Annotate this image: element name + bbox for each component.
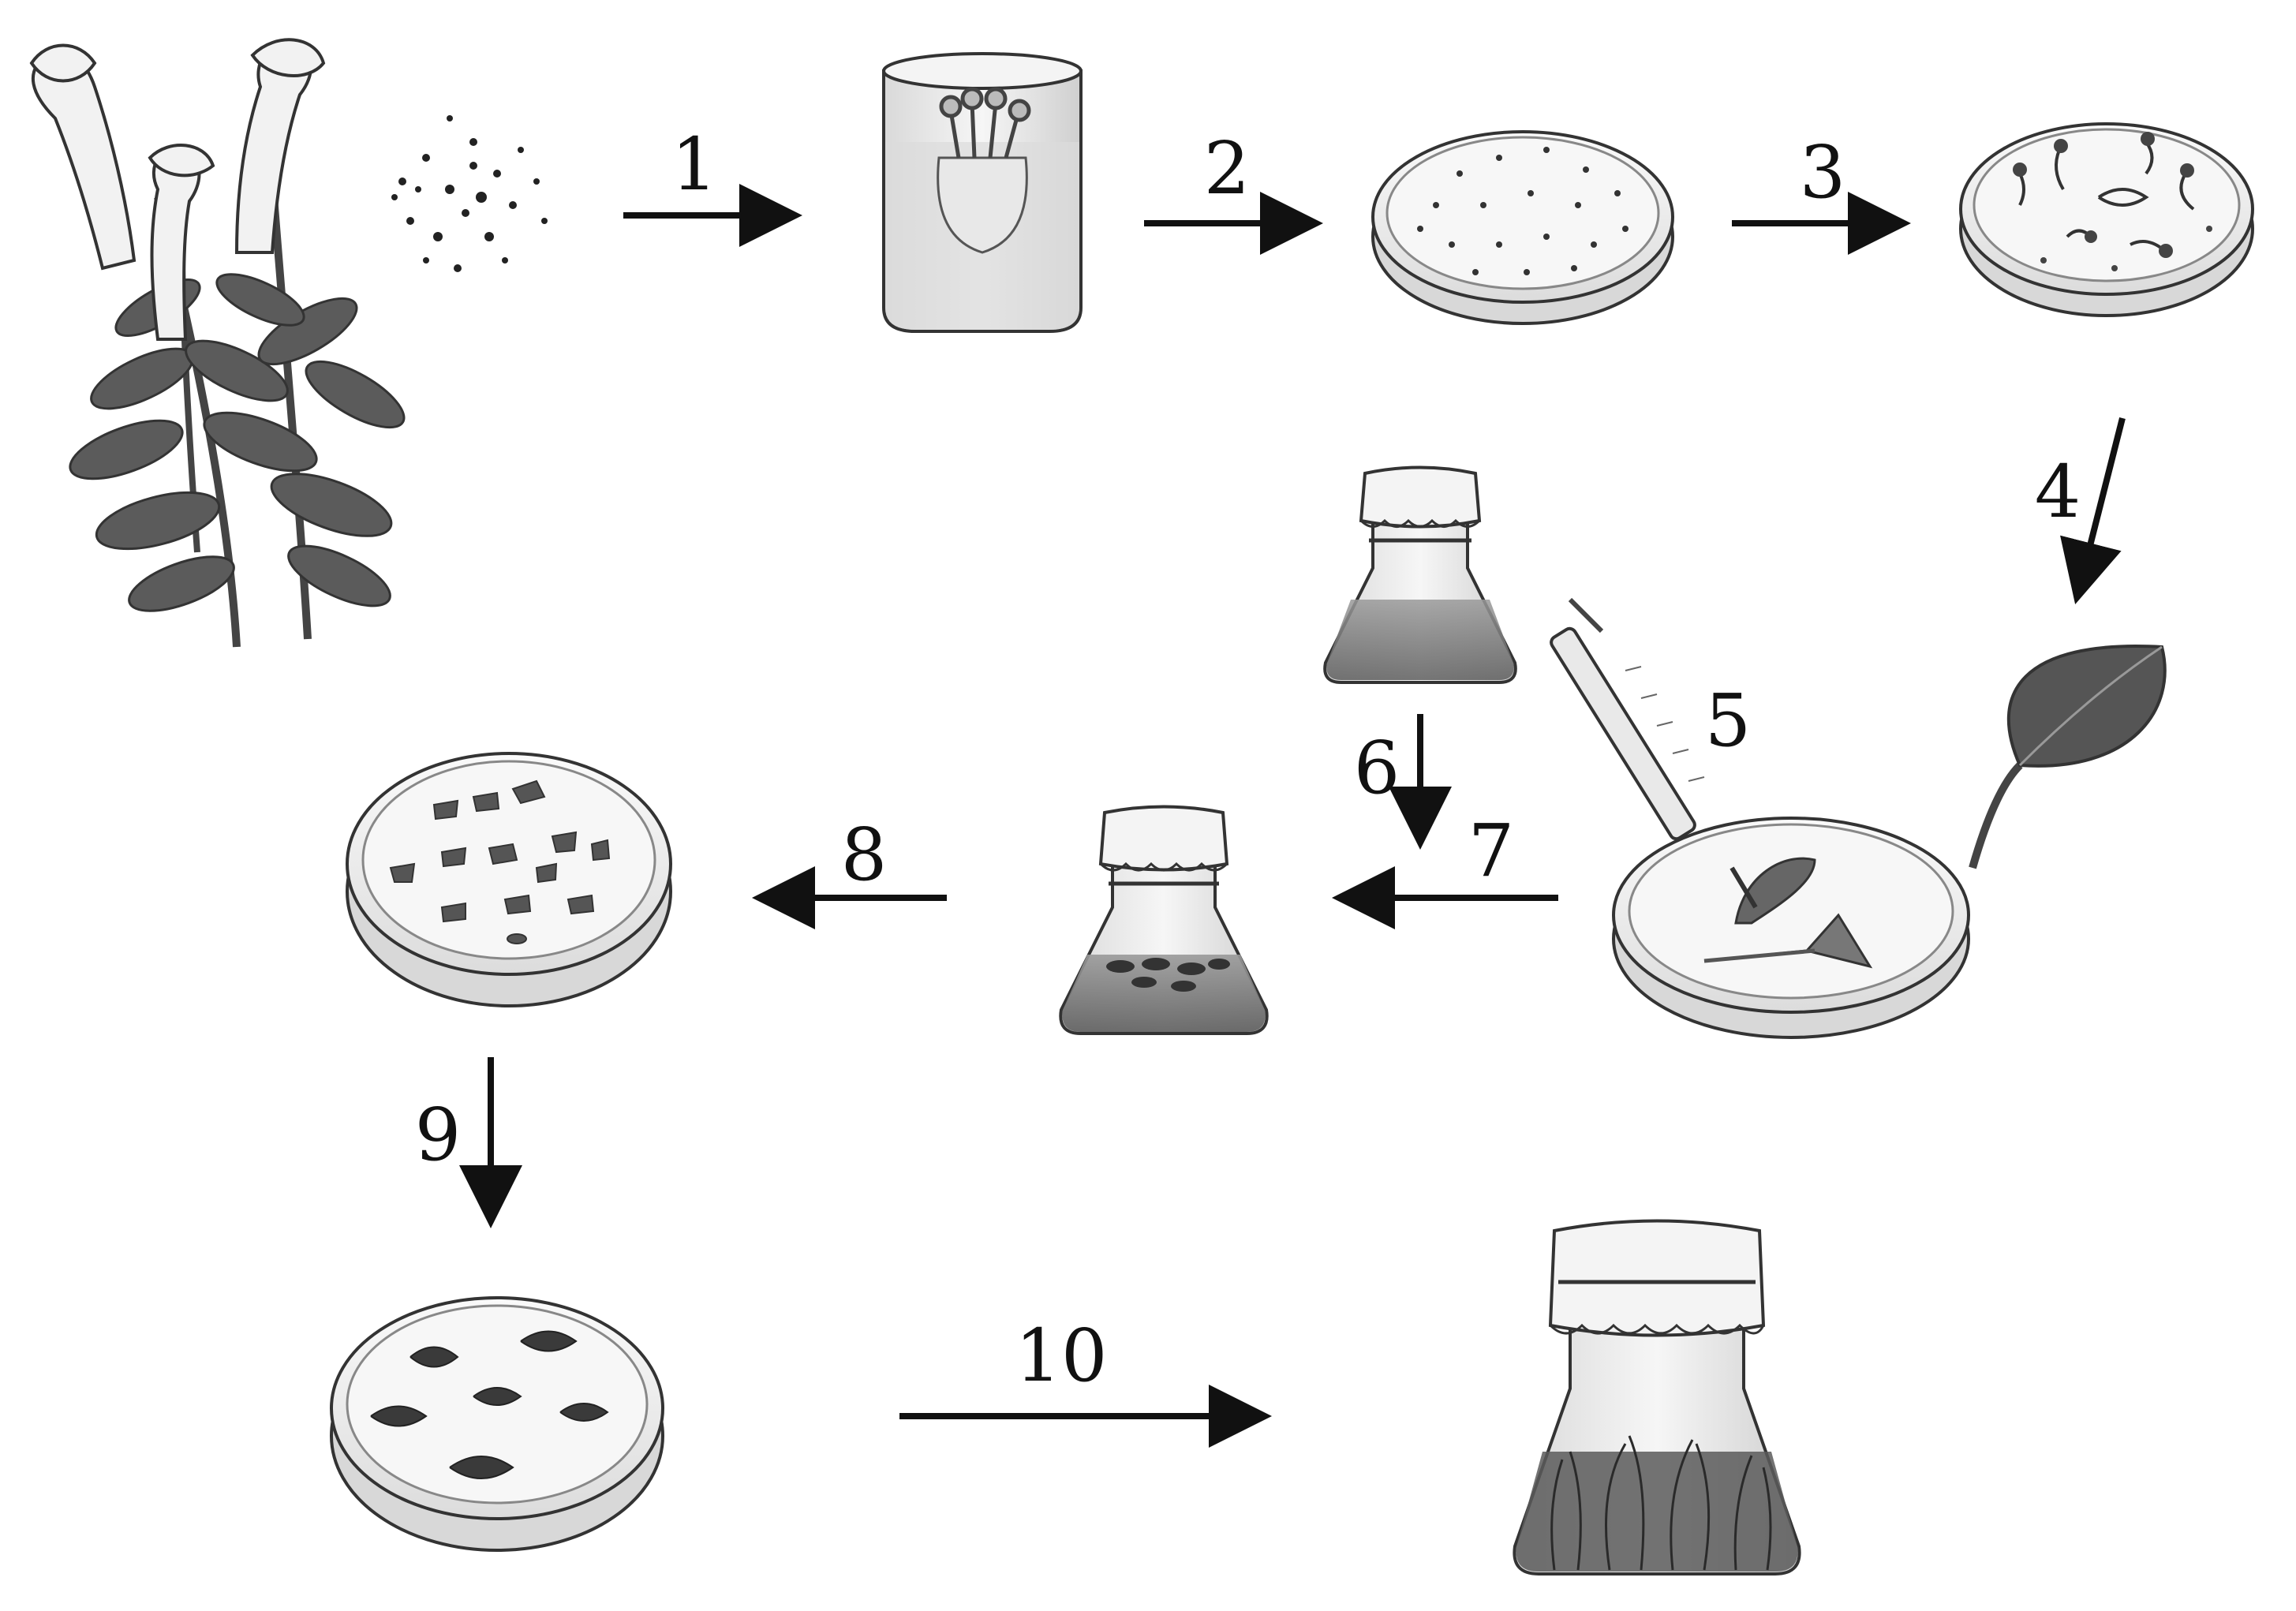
- step-label-3: 3: [1800, 130, 1846, 215]
- arrow-step-4: [2060, 417, 2126, 605]
- step-label-1: 1: [671, 122, 718, 207]
- petri-dish-explants-icon: [346, 752, 672, 1007]
- petri-dish-callus-icon: [330, 1296, 664, 1552]
- syringe-icon: [1550, 597, 1758, 909]
- petri-dish-cut-leaf-icon: [1612, 817, 1970, 1039]
- flask-liquid-icon: [1323, 465, 1517, 684]
- step-label-8: 8: [841, 813, 888, 897]
- seeds-icon: [391, 115, 548, 272]
- step-label-7: 7: [1468, 809, 1515, 893]
- petri-dish-seeds-icon: [1371, 130, 1674, 325]
- flask-explants-icon: [1059, 805, 1269, 1035]
- step-label-5: 5: [1705, 678, 1752, 763]
- step-label-2: 2: [1204, 126, 1251, 211]
- flask-shoots-icon: [1513, 1219, 1801, 1575]
- step-label-10: 10: [1015, 1314, 1107, 1398]
- step-label-4: 4: [2035, 450, 2081, 534]
- petri-dish-seedlings-icon: [1959, 122, 2254, 317]
- beaker-icon: [882, 52, 1083, 333]
- plant-with-flowers-icon: [29, 38, 406, 648]
- leaf-icon: [1969, 645, 2167, 869]
- step-label-9: 9: [415, 1093, 462, 1177]
- step-label-6: 6: [1354, 726, 1400, 810]
